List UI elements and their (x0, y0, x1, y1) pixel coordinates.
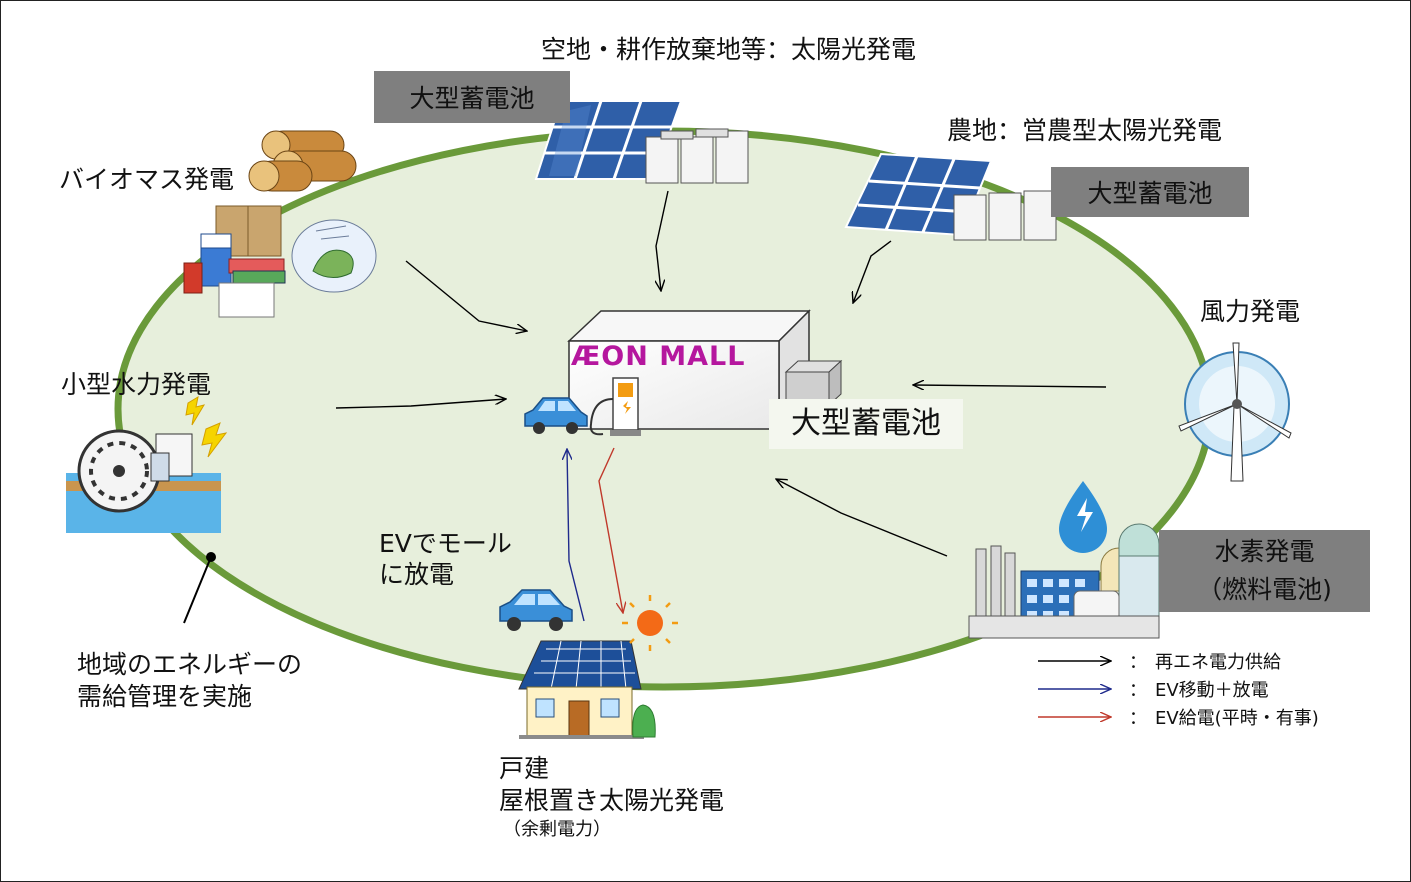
arrow-wind (913, 385, 1107, 387)
water-wheel-icon (66, 429, 221, 533)
arrow-hydrogen (776, 479, 948, 557)
battery-bank-icon (645, 128, 749, 184)
arrow-hydro (335, 399, 506, 409)
house-icon (518, 640, 656, 739)
water-drop-icon (1059, 481, 1107, 553)
hydrogen-label-line1: 水素発電 (1214, 537, 1315, 566)
mall-logo: ÆON MALL (571, 341, 746, 372)
biomass-label: バイオマス発電 (59, 165, 235, 194)
farm-solar-label: 農地：営農型太陽光発電 (947, 116, 1223, 145)
small-hydro-label: 小型水力発電 (61, 370, 212, 399)
car-icon (499, 589, 573, 631)
house-label: 戸建 屋根置き太陽光発電 （余剰電力） (499, 754, 725, 840)
legend-item-ev-supply: ：EV給電(平時・有事) (1129, 708, 1319, 729)
vacant-land-solar-label: 空地・耕作放棄地等：太陽光発電 (541, 35, 917, 64)
battery-top-label: 大型蓄電池 (374, 71, 570, 123)
solar-panel-icon (534, 100, 683, 180)
hydrogen-plant-icon (968, 523, 1160, 639)
biomass-logs-icon (248, 130, 357, 192)
battery-bank-icon (953, 190, 1057, 241)
arrow-biomass (405, 260, 527, 331)
hydrogen-label-line2: （燃料電池) (1197, 575, 1332, 604)
ev-discharge-label: EVでモール に放電 (379, 529, 512, 589)
arrow-farm-solar (853, 240, 892, 303)
legend-item-renewable: ：再エネ電力供給 (1129, 652, 1281, 673)
wind-label: 風力発電 (1200, 297, 1301, 326)
hydrogen-label: 水素発電 （燃料電池) (1159, 530, 1370, 612)
sun-icon (622, 595, 678, 651)
battery-right-label: 大型蓄電池 (1051, 167, 1249, 217)
arrow-ev-supply (598, 447, 623, 613)
wind-turbine-icon (1178, 342, 1292, 482)
battery-mall-label: 大型蓄電池 (769, 399, 963, 449)
waste-bags-icon (183, 205, 377, 318)
region-label: 地域のエネルギーの 需給管理を実施 (77, 650, 303, 711)
battery-bank-icon (784, 359, 843, 407)
car-icon (524, 397, 588, 434)
arrow-top-solar (656, 190, 669, 291)
lightning-icon (185, 395, 228, 458)
legend-item-ev-discharge: ：EV移動＋放電 (1129, 680, 1269, 701)
ev-charger-icon (589, 377, 641, 436)
arrow-ev-discharge (567, 449, 585, 622)
